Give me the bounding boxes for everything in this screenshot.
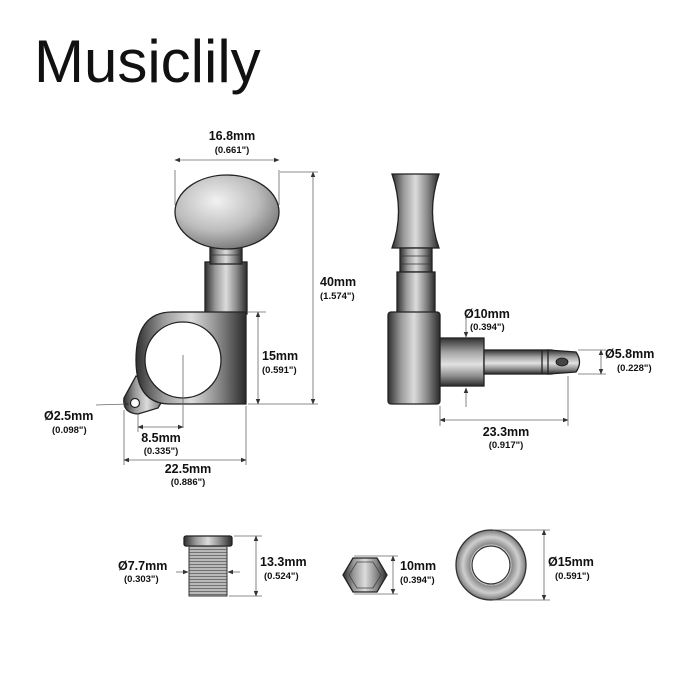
bushing-dia-mm: Ø7.7mm <box>118 559 167 573</box>
base-width-inch: (0.886") <box>171 477 206 488</box>
side-view <box>387 173 581 405</box>
bushing-length-inch: (0.524") <box>264 571 299 582</box>
total-height-mm: 40mm <box>320 275 356 289</box>
hex-nut-part: 10mm (0.394") <box>342 555 436 595</box>
side-collar <box>399 247 433 273</box>
bushing-length-mm: 13.3mm <box>260 555 307 569</box>
brand-logo: Musiclily <box>34 28 261 95</box>
nut-size-mm: 10mm <box>400 559 436 573</box>
total-height-inch: (1.574") <box>320 291 355 302</box>
post-dia-mm: Ø5.8mm <box>605 347 654 361</box>
side-housing <box>387 311 441 405</box>
washer-part: Ø15mm (0.591") <box>455 529 594 601</box>
post-length-inch: (0.917") <box>489 440 524 451</box>
knob-width-mm: 16.8mm <box>209 129 256 143</box>
hex-nut-inner <box>348 561 382 589</box>
shaft <box>204 261 248 315</box>
front-dimensions: 16.8mm (0.661") 40mm (1.574") 15mm (0.59… <box>44 129 356 488</box>
bushing-part: Ø7.7mm (0.303") 13.3mm (0.524") <box>118 535 307 597</box>
knob-width-inch: (0.661") <box>215 145 250 156</box>
side-dimensions: Ø10mm (0.394") Ø5.8mm (0.228") 23.3mm (0… <box>439 307 654 451</box>
post-length-mm: 23.3mm <box>483 425 530 439</box>
knob <box>174 174 280 250</box>
screw-hole-mm: Ø2.5mm <box>44 409 93 423</box>
bushing-housing-dia-mm: Ø10mm <box>464 307 510 321</box>
housing-height-inch: (0.591") <box>262 365 297 376</box>
bushing-housing-dia-inch: (0.394") <box>470 322 505 333</box>
string-post <box>483 349 553 375</box>
washer-hole <box>471 545 511 585</box>
front-view <box>123 174 280 428</box>
hole-offset-mm: 8.5mm <box>141 431 181 445</box>
washer-dia-mm: Ø15mm <box>548 555 594 569</box>
bushing-head <box>183 535 233 547</box>
side-bushing-collar <box>439 337 485 387</box>
side-shaft <box>396 271 436 315</box>
bushing-dia-inch: (0.303") <box>124 574 159 585</box>
base-width-mm: 22.5mm <box>165 462 212 476</box>
screw-hole-inch: (0.098") <box>52 425 87 436</box>
string-hole <box>555 357 569 367</box>
housing-height-mm: 15mm <box>262 349 298 363</box>
nut-size-inch: (0.394") <box>400 575 435 586</box>
knob-side <box>391 173 440 249</box>
bushing-thread <box>188 545 228 597</box>
screw-hole <box>129 397 141 409</box>
hole-offset-inch: (0.335") <box>144 446 179 457</box>
washer-dia-inch: (0.591") <box>555 571 590 582</box>
hex-nut <box>342 557 388 593</box>
post-dia-inch: (0.228") <box>617 363 652 374</box>
